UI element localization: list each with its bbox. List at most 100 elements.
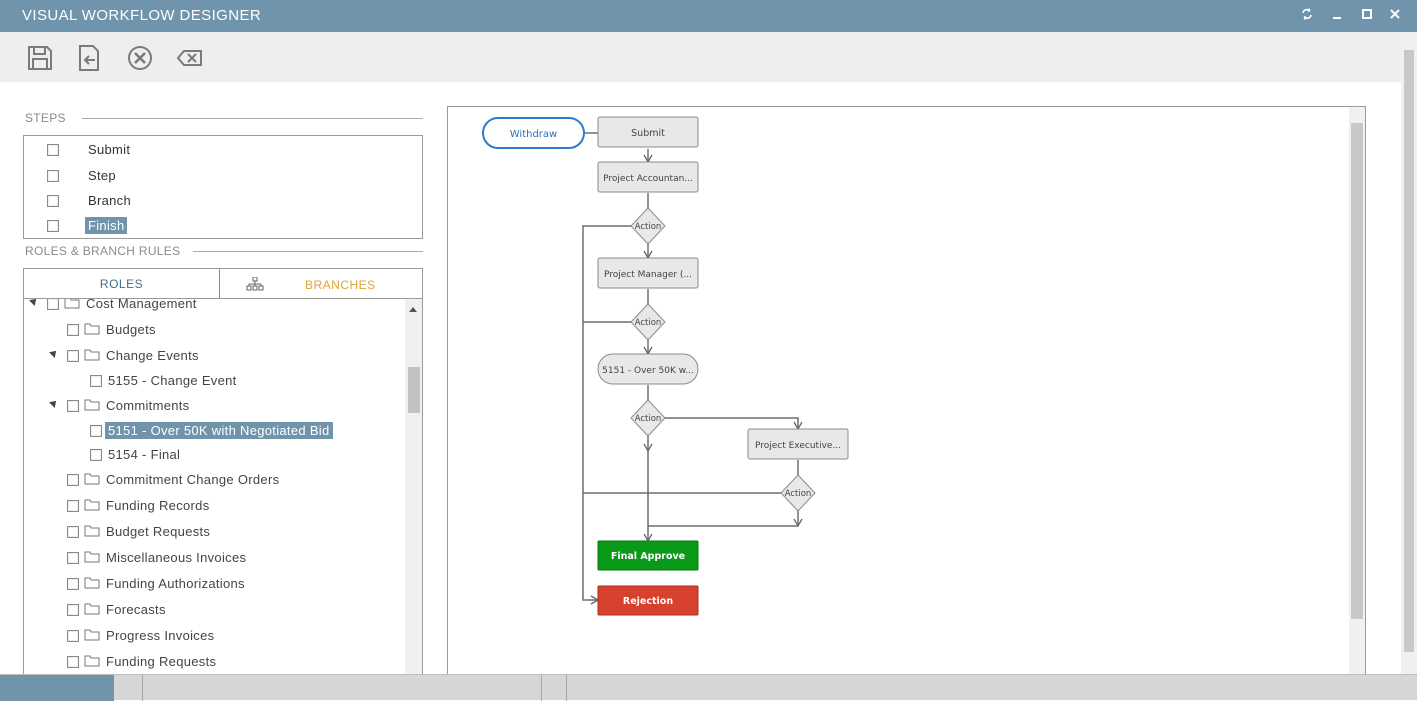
- node-label: Project Executive...: [755, 441, 841, 451]
- tree-node[interactable]: 5151 - Over 50K with Negotiated Bid: [24, 420, 404, 442]
- tree-checkbox[interactable]: [67, 350, 79, 362]
- project-accountant-node[interactable]: Project Accountan...: [597, 161, 699, 193]
- tree-node[interactable]: Funding Requests: [24, 651, 404, 673]
- refresh-icon[interactable]: [1299, 8, 1315, 24]
- tree-checkbox[interactable]: [90, 375, 102, 387]
- step-checkbox[interactable]: [47, 220, 59, 232]
- save-icon[interactable]: [26, 44, 54, 72]
- tree-node-label: Commitment Change Orders: [106, 472, 280, 487]
- tab-roles[interactable]: ROLES: [24, 269, 220, 298]
- tree-node[interactable]: Progress Invoices: [24, 625, 404, 647]
- tree-checkbox[interactable]: [67, 604, 79, 616]
- toolbar: [0, 32, 1401, 82]
- tree-scrollbar[interactable]: [405, 299, 422, 674]
- tree-node[interactable]: Budget Requests: [24, 521, 404, 543]
- divider: [193, 251, 423, 252]
- expand-arrow-icon[interactable]: [49, 348, 59, 358]
- tree-node[interactable]: Forecasts: [24, 599, 404, 621]
- tree-node[interactable]: Cost Management: [24, 299, 404, 315]
- folder-icon: [84, 629, 100, 641]
- minimize-icon[interactable]: [1329, 8, 1345, 24]
- tree-checkbox[interactable]: [67, 400, 79, 412]
- project-executive-node[interactable]: Project Executive...: [747, 428, 849, 460]
- cancel-icon[interactable]: [126, 44, 154, 72]
- clear-icon[interactable]: [176, 44, 204, 72]
- tree-node[interactable]: Commitments: [24, 395, 404, 417]
- scroll-up-icon[interactable]: [409, 307, 417, 312]
- expand-arrow-icon[interactable]: [29, 299, 39, 306]
- tree-node-label: Commitments: [106, 398, 190, 413]
- over-50k-node[interactable]: 5151 - Over 50K w...: [597, 353, 699, 385]
- status-divider: [541, 675, 542, 701]
- withdraw-node[interactable]: Withdraw: [482, 117, 585, 149]
- tree-checkbox[interactable]: [67, 526, 79, 538]
- tree-node[interactable]: Commitment Change Orders: [24, 469, 404, 491]
- tree-node[interactable]: 5154 - Final: [24, 444, 404, 466]
- tree-node[interactable]: Funding Records: [24, 495, 404, 517]
- scroll-thumb[interactable]: [408, 367, 420, 413]
- title-bar: VISUAL WORKFLOW DESIGNER: [0, 0, 1417, 32]
- folder-icon: [84, 603, 100, 615]
- close-icon[interactable]: [1387, 8, 1403, 24]
- step-checkbox[interactable]: [47, 170, 59, 182]
- tree-checkbox[interactable]: [47, 299, 59, 310]
- expand-arrow-icon[interactable]: [49, 398, 59, 408]
- step-checkbox[interactable]: [47, 144, 59, 156]
- tree-node-label: Funding Records: [106, 498, 210, 513]
- step-item-branch[interactable]: Branch: [24, 189, 422, 211]
- step-item-submit[interactable]: Submit: [24, 138, 422, 160]
- node-label: Action: [785, 489, 812, 499]
- steps-label: STEPS: [25, 111, 66, 125]
- tree-checkbox[interactable]: [67, 656, 79, 668]
- action-diamond[interactable]: Action: [630, 399, 666, 437]
- tree-node[interactable]: Budgets: [24, 319, 404, 341]
- tree-checkbox[interactable]: [67, 474, 79, 486]
- step-label: Submit: [88, 142, 131, 157]
- action-diamond[interactable]: Action: [780, 474, 816, 512]
- tree-node-label: Budgets: [106, 322, 156, 337]
- tree-node-label: Funding Requests: [106, 654, 217, 669]
- window-title: VISUAL WORKFLOW DESIGNER: [22, 7, 262, 24]
- steps-panel: Submit Step Branch Finish: [23, 135, 423, 239]
- scroll-thumb[interactable]: [1404, 50, 1414, 652]
- tree-node-label: Change Events: [106, 348, 199, 363]
- tree-node[interactable]: Funding Authorizations: [24, 573, 404, 595]
- tree-checkbox[interactable]: [67, 324, 79, 336]
- tree-node-label: 5151 - Over 50K with Negotiated Bid: [105, 422, 333, 439]
- tree-checkbox[interactable]: [67, 630, 79, 642]
- folder-icon: [84, 655, 100, 667]
- status-bar: [0, 674, 1417, 701]
- folder-icon: [84, 525, 100, 537]
- project-manager-node[interactable]: Project Manager (...: [597, 257, 699, 289]
- tree-checkbox[interactable]: [67, 578, 79, 590]
- canvas-scrollbar[interactable]: [1349, 107, 1365, 674]
- tree-checkbox[interactable]: [67, 552, 79, 564]
- step-item-finish[interactable]: Finish: [24, 214, 422, 236]
- node-label: Project Accountan...: [603, 174, 693, 184]
- tree-node[interactable]: Change Events: [24, 345, 404, 367]
- tree-node[interactable]: 5155 - Change Event: [24, 370, 404, 392]
- scroll-thumb[interactable]: [1351, 123, 1363, 619]
- node-label: Action: [635, 318, 662, 328]
- step-label: Step: [88, 168, 116, 183]
- action-diamond[interactable]: Action: [630, 303, 666, 341]
- step-item-step[interactable]: Step: [24, 164, 422, 186]
- exit-icon[interactable]: [76, 44, 104, 72]
- folder-icon: [84, 349, 100, 361]
- maximize-icon[interactable]: [1359, 8, 1375, 24]
- tree-checkbox[interactable]: [67, 500, 79, 512]
- rejection-node[interactable]: Rejection: [597, 585, 699, 616]
- tab-branches[interactable]: BRANCHES: [221, 269, 422, 298]
- window-scrollbar[interactable]: [1401, 32, 1417, 674]
- tree-checkbox[interactable]: [90, 425, 102, 437]
- step-checkbox[interactable]: [47, 195, 59, 207]
- node-label: Project Manager (...: [604, 270, 692, 280]
- step-label: Finish: [85, 217, 128, 234]
- workflow-canvas[interactable]: Withdraw Submit Project Accountan... Act…: [447, 106, 1366, 674]
- tree-node[interactable]: Miscellaneous Invoices: [24, 547, 404, 569]
- tree-checkbox[interactable]: [90, 449, 102, 461]
- action-diamond[interactable]: Action: [630, 207, 666, 245]
- submit-node[interactable]: Submit: [597, 116, 699, 148]
- final-approve-node[interactable]: Final Approve: [597, 540, 699, 571]
- node-label: Final Approve: [611, 551, 685, 562]
